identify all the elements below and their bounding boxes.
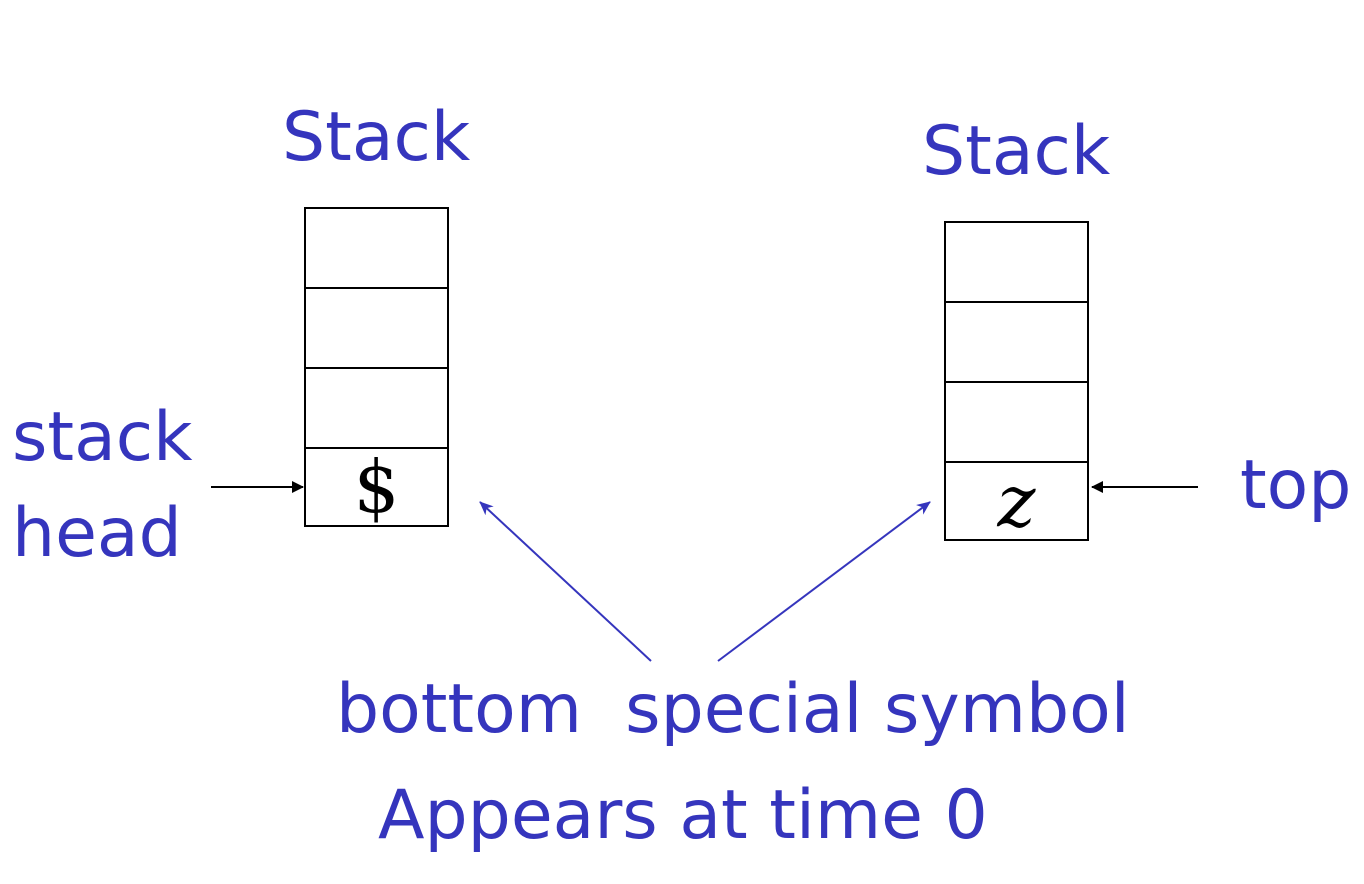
left-stack-title: Stack — [282, 98, 471, 177]
right-stack-title: Stack — [922, 112, 1111, 191]
right-stack-bottom-cell: z — [997, 459, 1036, 543]
left-stack-cell — [306, 209, 447, 289]
stack-head-label-line1: stack — [12, 398, 193, 477]
callout-arrow-left — [479, 501, 652, 662]
stack-head-label-line2: head — [12, 494, 182, 573]
left-stack-cell — [306, 289, 447, 369]
callout-arrow-right — [717, 501, 931, 662]
top-label: top — [1240, 446, 1352, 525]
left-stack-cell — [306, 369, 447, 449]
right-stack-cell — [946, 383, 1087, 463]
bottom-caption: bottom special symbol — [336, 670, 1130, 749]
right-stack: z — [944, 221, 1089, 543]
time-caption: Appears at time 0 — [378, 776, 988, 855]
left-stack-bottom-cell: $ — [353, 445, 400, 529]
right-stack-cell — [946, 223, 1087, 303]
right-stack-cell — [946, 303, 1087, 383]
left-stack: $ — [304, 207, 449, 529]
